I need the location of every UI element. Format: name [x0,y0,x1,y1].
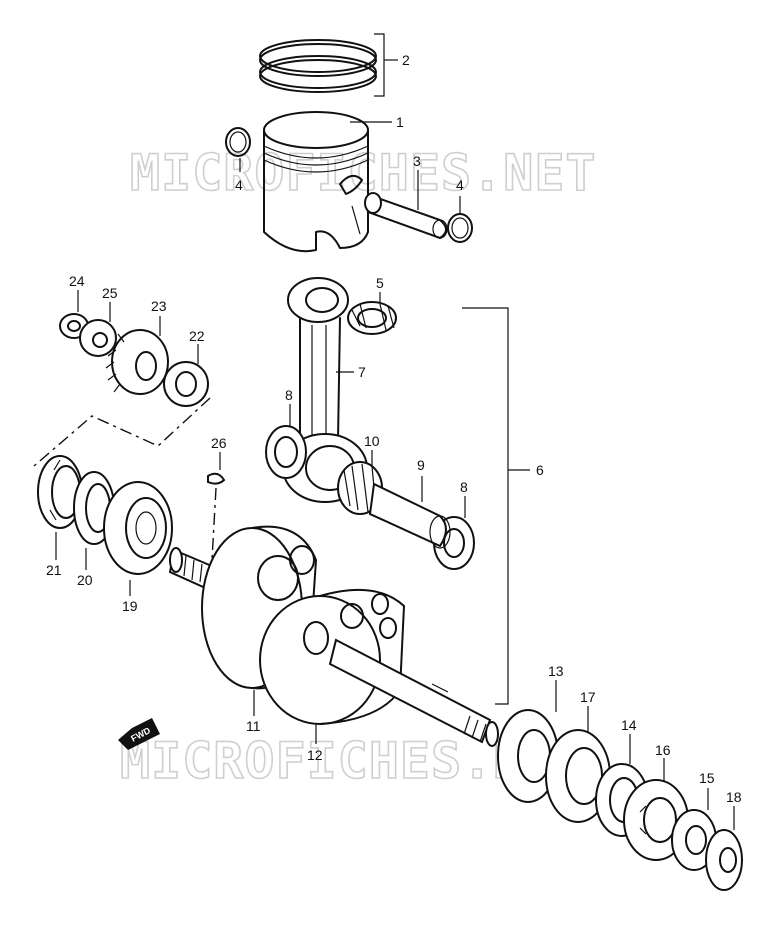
callout-26: 26 [211,435,227,451]
crankshaft [168,525,499,747]
callout-1: 1 [396,114,404,130]
callout-5: 5 [376,275,384,291]
bearing-left [103,481,173,596]
small-end-bearing [347,292,397,335]
callout-11: 11 [246,718,261,734]
callout-24: 24 [69,273,85,289]
forward-direction-marker: FWD [118,718,160,750]
callout-7: 7 [358,364,366,380]
spacer [163,344,209,407]
piston-pin-clip-left [225,127,251,172]
callout-13: 13 [548,663,564,679]
callout-17: 17 [580,689,596,705]
piston-pin-clip-right [447,196,473,243]
watermark-top: MICROFICHES.NET [130,144,597,202]
piston [263,111,392,253]
callout-18: 18 [726,789,742,805]
callout-6: 6 [536,462,544,478]
piston-rings [259,33,398,97]
callout-10: 10 [364,433,380,449]
callout-20: 20 [77,572,93,588]
nut-right [705,806,743,891]
callout-22: 22 [189,328,205,344]
primary-drive-gear [105,316,169,395]
callout-12: 12 [307,747,323,763]
callout-8-right: 8 [460,479,468,495]
callout-4-right: 4 [456,177,464,193]
callout-25: 25 [102,285,118,301]
crank-pin [368,476,451,549]
callout-19: 19 [122,598,138,614]
callout-16: 16 [655,742,671,758]
callout-4-left: 4 [235,177,243,193]
piston-pin [364,170,448,240]
gear-alignment-line [33,397,211,467]
callout-14: 14 [621,717,637,733]
thrust-washer-left [265,404,307,479]
callout-23: 23 [151,298,167,314]
callout-8-left: 8 [285,387,293,403]
callout-3: 3 [413,153,421,169]
assembly-bracket [462,307,509,705]
callout-21: 21 [46,562,62,578]
woodruff-key [207,452,226,561]
callout-9: 9 [417,457,425,473]
connecting-rod [282,277,368,503]
washer [79,302,117,357]
callout-15: 15 [699,770,715,786]
callout-2: 2 [402,52,410,68]
